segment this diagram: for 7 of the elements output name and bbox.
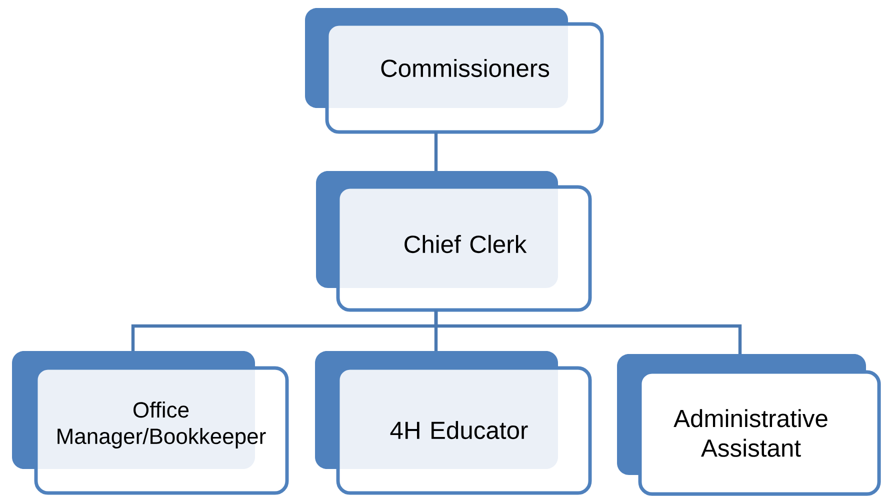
org-box: Office Manager/Bookkeeper: [12, 351, 289, 495]
org-box: Chief Clerk: [316, 171, 592, 312]
connector-line: [434, 132, 438, 171]
connector-line: [434, 310, 742, 354]
org-box: 4H Educator: [315, 351, 592, 495]
org-box: Administrative Assistant: [617, 354, 881, 496]
org-box: Commissioners: [305, 8, 604, 134]
